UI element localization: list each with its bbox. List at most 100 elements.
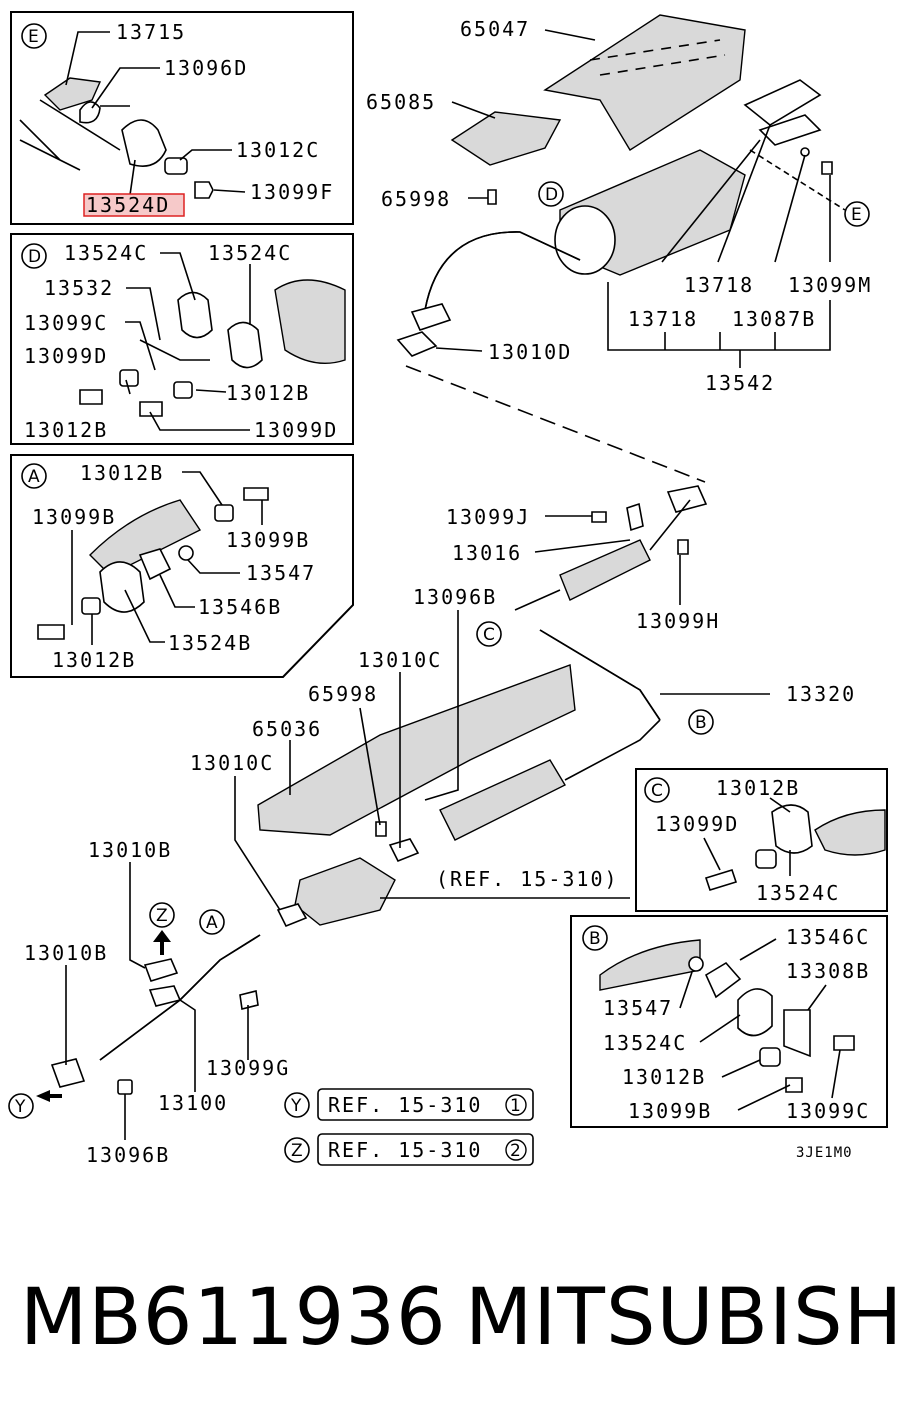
inset-e-nut [79, 101, 101, 124]
inset-b-pipe [599, 939, 701, 991]
inset-b-mount-bracket [783, 1009, 811, 1058]
leader-13524C-1 [160, 252, 196, 301]
front-pipe-link [564, 719, 661, 781]
label-65047: 65047 [460, 17, 530, 41]
label-13715: 13715 [116, 20, 186, 44]
inset-c-marker-circle [644, 777, 670, 803]
center-resonator [559, 539, 651, 601]
center-pipe-b [514, 589, 561, 611]
leader-13010C-b [234, 776, 281, 911]
inset-c: C 13012B 13099D 13524C [635, 768, 888, 912]
inset-c-collar [755, 849, 777, 869]
inset-b-collar [759, 1047, 781, 1067]
gasket-13010B-bottom [50, 1058, 86, 1088]
pipe-13320-fill [539, 629, 661, 721]
label-65998-top: 65998 [381, 187, 451, 211]
leader-13099F [213, 189, 246, 193]
label-13016: 13016 [452, 541, 522, 565]
nut-13096B-bottom [117, 1079, 133, 1095]
reference-y-num: 1 [510, 1096, 521, 1116]
leader-13100 [179, 999, 196, 1092]
reference-z-box [317, 1133, 534, 1166]
leader-E-dashed [749, 149, 846, 211]
leader-13546B [159, 574, 195, 608]
label-13099D-a: 13099D [24, 344, 108, 368]
front-muffler [439, 759, 566, 841]
center-pipe-a [649, 499, 691, 551]
rear-pipe-flange [410, 303, 452, 331]
label-13099C-b: 13099C [786, 1099, 870, 1123]
leader-13524D [129, 159, 136, 196]
marker-c-circle [476, 621, 502, 647]
label-65036: 65036 [252, 717, 322, 741]
label-13087B: 13087B [732, 307, 816, 331]
inset-b-bolt-2 [833, 1035, 855, 1051]
bolt-13099J [591, 511, 607, 523]
label-13718-a: 13718 [684, 273, 754, 297]
label-13012C: 13012C [236, 138, 320, 162]
label-13010D: 13010D [488, 340, 572, 364]
label-13524C-c: 13524C [756, 881, 840, 905]
inset-e-body-lines [19, 99, 121, 171]
reference-z: Z REF. 15-310 2 [284, 1133, 534, 1166]
leader-13087B [774, 154, 806, 263]
label-13012B-a: 13012B [226, 381, 310, 405]
inset-a-bolt-1 [243, 487, 269, 501]
label-13099D-c: 13099D [655, 812, 739, 836]
bolt-13099M [821, 161, 833, 175]
leader-13718-a [661, 139, 761, 263]
marker-e-circle [844, 201, 870, 227]
bolt-13099G [239, 990, 259, 1010]
inset-e-frame [10, 11, 354, 225]
inset-d-hanger-1 [177, 291, 213, 339]
main-muffler-end-cap [554, 205, 616, 275]
marker-d: D [545, 185, 558, 205]
leader-13715 [65, 31, 110, 86]
label-13099G: 13099G [206, 1056, 290, 1080]
reference-z-num-circle [505, 1139, 527, 1161]
leader-13099C [125, 321, 156, 371]
label-65998-mid: 65998 [308, 682, 378, 706]
label-13099M: 13099M [788, 273, 872, 297]
rear-pipe-fill [424, 231, 581, 311]
leader-13547 [187, 559, 240, 574]
inset-c-marker: C [651, 781, 663, 801]
inset-b-washer [688, 956, 704, 972]
arrow-left-y-icon [36, 1090, 62, 1102]
label-ref-main: (REF. 15-310) [436, 867, 619, 891]
leader-13546C [739, 938, 777, 961]
label-13012B-bottom: 13012B [52, 648, 136, 672]
leader-13547-b [679, 971, 693, 1009]
leader-13096D [91, 67, 160, 109]
heat-protector-65036 [257, 664, 576, 836]
inset-d-bolt-1 [79, 389, 103, 405]
marker-y: Y [14, 1097, 26, 1117]
inset-a-hanger [99, 561, 145, 613]
connection-dashed-line [405, 365, 706, 483]
label-13542: 13542 [705, 371, 775, 395]
marker-z: Z [156, 906, 168, 926]
label-13096B-bot: 13096B [86, 1143, 170, 1167]
inset-d-marker: D [28, 247, 41, 267]
label-13524C-b: 13524C [208, 241, 292, 265]
heat-protector-ribs [589, 39, 726, 76]
inset-d-muffler-end [274, 279, 346, 365]
reference-y-marker: Y [290, 1096, 302, 1116]
inset-d: D 13524C 13524C 13532 13099C 13099D 1301… [10, 233, 354, 445]
leader-13524C-b [699, 1014, 741, 1043]
marker-a: A [206, 913, 218, 933]
inset-d-bolt-2 [139, 401, 163, 417]
inset-b-hanger [737, 988, 773, 1037]
inset-e: E 13715 13096D 13012C 13099F 13524D [10, 11, 354, 225]
leader-13012B-b [721, 1059, 761, 1078]
bolt-13099H [677, 539, 689, 555]
label-13012B-c: 13012B [716, 776, 800, 800]
arrow-up-z-icon [153, 930, 171, 955]
inset-c-hanger [771, 804, 813, 854]
inset-d-collar-2 [173, 381, 193, 399]
label-13099F: 13099F [250, 180, 334, 204]
bracket-13542 [607, 282, 831, 351]
gasket-13010D [396, 331, 438, 357]
inset-a-collar-2 [81, 597, 101, 615]
label-13099B-b: 13099B [628, 1099, 712, 1123]
